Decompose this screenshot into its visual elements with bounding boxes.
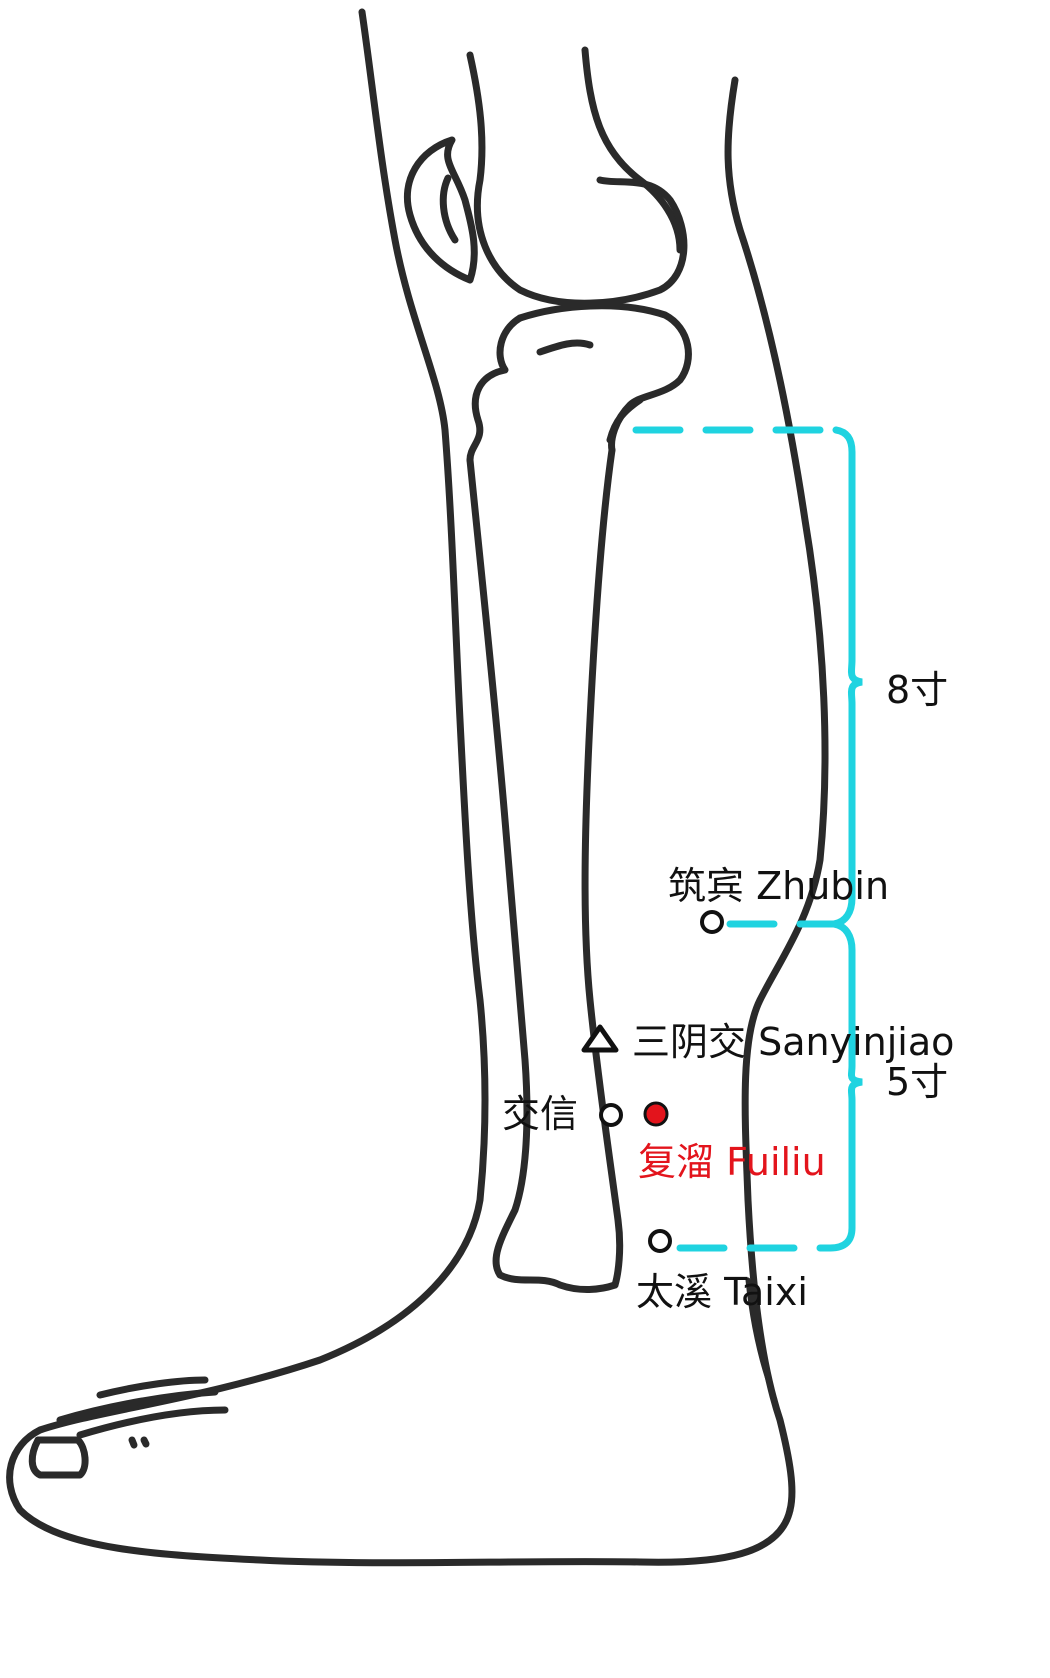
fuliu-marker [643, 1101, 669, 1127]
fuliu-label: 复溜 Fuiliu [638, 1140, 826, 1184]
front-thigh-contour [581, 46, 684, 254]
tibia-shaft-left [466, 456, 619, 1293]
jiaoxin-marker [599, 1103, 623, 1127]
jiaoxin-label: 交信 [502, 1092, 579, 1136]
tibial-tuberosity [606, 396, 644, 444]
taixi-marker [648, 1229, 672, 1253]
leg-outline [6, 8, 829, 1567]
toe-line-3 [96, 1376, 209, 1399]
sanyinjiao-marker [581, 1024, 619, 1053]
upper-measurement-label: 8寸 [886, 668, 949, 712]
lower-brace [826, 920, 863, 1252]
toe-line-2 [76, 1406, 229, 1439]
upper-brace [830, 426, 863, 928]
kneecap [466, 51, 688, 307]
toe-line-1 [56, 1388, 219, 1424]
patella-bump [403, 136, 478, 284]
measurement-bracket [632, 426, 863, 1252]
lower-measurement-label: 5寸 [886, 1060, 949, 1104]
big-toe [28, 1436, 89, 1479]
anterior-leg-contour [724, 76, 829, 1514]
zhubin-label: 筑宾 Zhubin [668, 864, 890, 908]
zhubin-marker [700, 910, 724, 934]
toe-nail-marks [128, 1436, 150, 1449]
sanyinjiao-label: 三阴交 Sanyinjiao [632, 1020, 955, 1064]
tibia-head-left [466, 314, 524, 464]
shin-detail [745, 1277, 778, 1403]
taixi-label: 太溪 Taixi [636, 1270, 808, 1314]
posterior-leg-contour [6, 8, 794, 1567]
tibia-notch [536, 339, 594, 356]
patella-inner [439, 174, 459, 244]
tibia-shaft-right [581, 446, 624, 1289]
